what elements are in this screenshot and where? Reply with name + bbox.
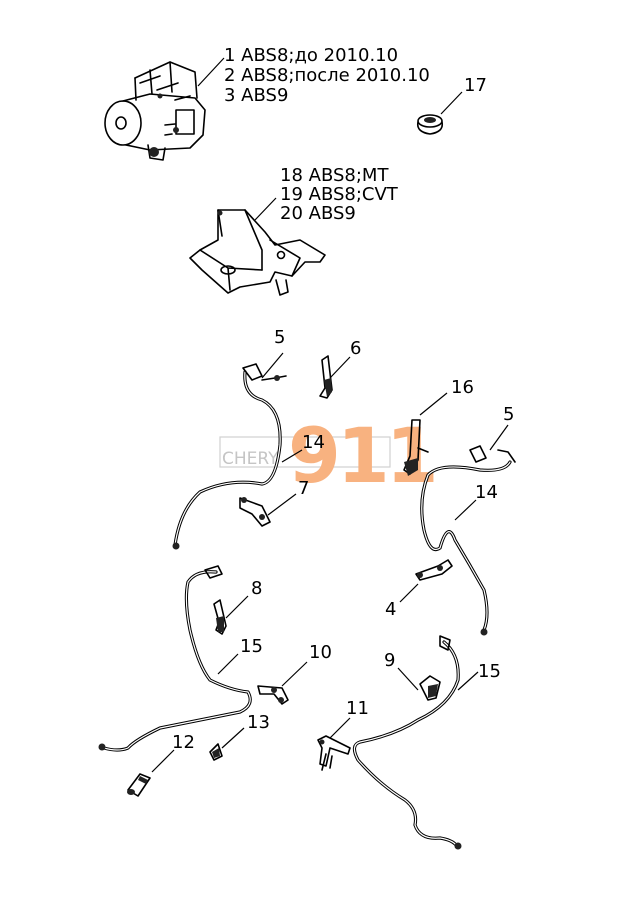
bracket-7: 7: [239, 478, 309, 527]
callout-16: 16: [451, 377, 474, 398]
callout-9: 9: [384, 650, 395, 671]
watermark-brand: CHERY: [222, 449, 279, 469]
callout-10: 10: [309, 642, 332, 663]
callout-4: 4: [385, 599, 396, 620]
callout-7: 7: [298, 478, 309, 499]
abs-module: [104, 57, 225, 161]
callout-12: 12: [172, 732, 195, 753]
clip-9: 9: [384, 650, 441, 701]
callout-15-right: 15: [478, 661, 501, 682]
grommet-17: 17: [416, 75, 487, 135]
abs-bracket: [189, 197, 326, 296]
label-part-1: 1 ABS8;до 2010.10: [224, 45, 398, 66]
callout-6: 6: [350, 338, 361, 359]
callout-17: 17: [464, 75, 487, 96]
callout-13: 13: [247, 712, 270, 733]
watermark: CHERY 911: [219, 411, 439, 500]
label-part-20: 20 ABS9: [280, 203, 356, 224]
label-part-19: 19 ABS8;CVT: [280, 184, 399, 205]
clip-16: 16: [403, 377, 474, 476]
callout-5-left: 5: [274, 327, 285, 348]
watermark-frame: [219, 436, 391, 468]
bracket-11: 11: [317, 698, 369, 771]
harness-14-left: 5 14: [172, 327, 325, 550]
label-part-18: 18 ABS8;MT: [280, 165, 389, 186]
harness-15-right: 15: [352, 635, 501, 850]
clip-13: 13: [209, 712, 270, 761]
callout-5-right: 5: [503, 404, 514, 425]
label-part-2: 2 ABS8;после 2010.10: [224, 65, 430, 86]
abs-labels: 1 ABS8;до 2010.10 2 ABS8;после 2010.10 3…: [224, 45, 430, 106]
sensor-12: 12: [127, 732, 195, 797]
callout-14-right: 14: [475, 482, 498, 503]
callout-15-left: 15: [240, 636, 263, 657]
clip-8: 8: [213, 578, 262, 635]
bracket-labels: 18 ABS8;MT 19 ABS8;CVT 20 ABS9: [280, 165, 399, 224]
label-part-3: 3 ABS9: [224, 85, 288, 106]
callout-8: 8: [251, 578, 262, 599]
bracket-10: 10: [257, 642, 332, 705]
clip-6: 6: [319, 338, 361, 399]
callout-14-left: 14: [302, 432, 325, 453]
callout-11: 11: [346, 698, 369, 719]
watermark-number: 911: [288, 411, 435, 500]
harness-14-right: 5 14: [420, 404, 516, 636]
harness-15-left: 15: [98, 565, 263, 752]
bracket-4: 4: [385, 559, 453, 620]
